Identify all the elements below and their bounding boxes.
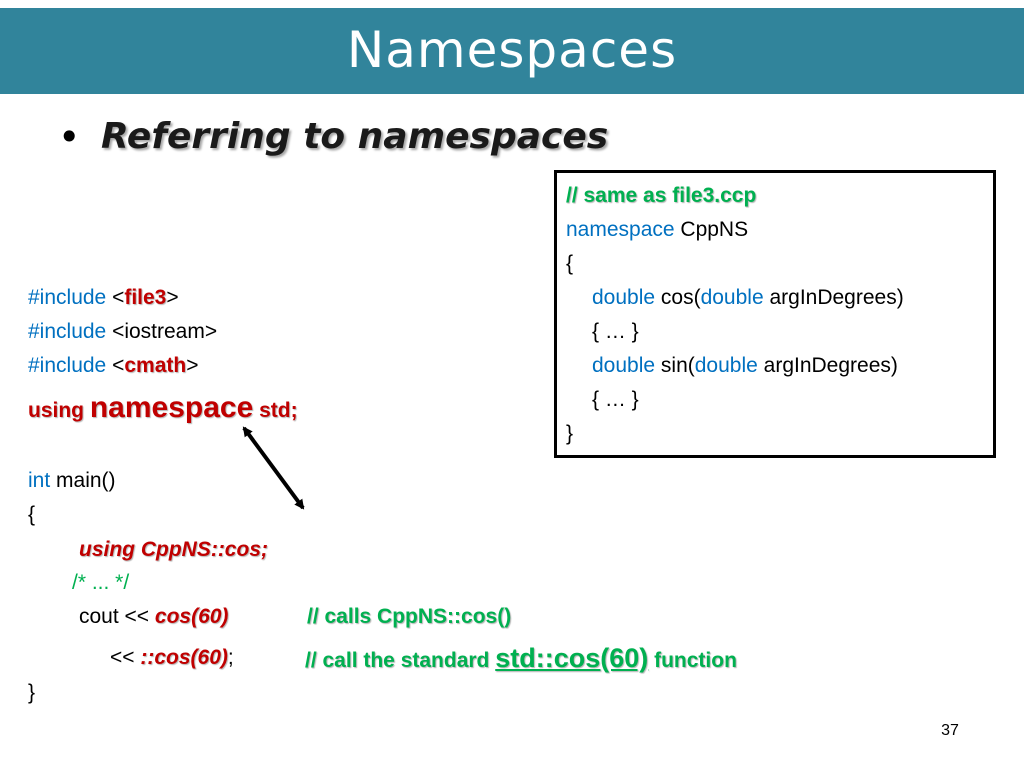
slide-subtitle: Referring to namespaces	[101, 116, 609, 157]
include-file3: file3	[124, 286, 167, 309]
comment-dots: /* ... */	[72, 571, 130, 594]
double-keyword: double	[694, 354, 758, 377]
cout-line: cout << cos(60)	[79, 600, 228, 634]
main-signature-line: int main()	[28, 464, 116, 498]
include-bracket: <	[106, 286, 125, 309]
std-comment-b: function	[648, 649, 737, 672]
include-keyword: #include	[28, 286, 107, 309]
box-namespace-line: namespace CppNS	[566, 213, 748, 247]
sin-decl-a: sin(	[655, 354, 695, 377]
include-keyword: #include	[28, 320, 107, 343]
main-open-brace: {	[28, 503, 36, 526]
std-name: std;	[253, 399, 298, 422]
calls-cppns-comment: // calls CppNS::cos()	[307, 605, 512, 628]
cout-stream: cout <<	[79, 605, 155, 628]
stream-operator: <<	[110, 646, 141, 669]
global-cos-call: ::cos(60)	[140, 646, 228, 669]
box-comment: // same as file3.ccp	[566, 184, 757, 207]
box-sin-body: { … }	[592, 388, 639, 411]
include-bracket: <	[106, 354, 125, 377]
bullet-marker: •	[58, 115, 81, 159]
cos-decl-b: argInDegrees)	[763, 286, 904, 309]
title-bar	[0, 8, 1024, 94]
cos-call: cos(60)	[154, 605, 229, 628]
slide-title: Namespaces	[346, 21, 678, 79]
include-iostream: <iostream>	[106, 320, 218, 343]
using-cppns-line: using CppNS::cos;	[79, 533, 268, 567]
std-cos-highlight: std::cos(60)	[495, 643, 649, 673]
include-cmath-line: #include <cmath>	[28, 349, 198, 383]
box-sin-decl: double sin(double argInDegrees)	[592, 349, 898, 383]
using-cppns-cos: using CppNS::cos;	[79, 538, 268, 561]
std-cos-line: << ::cos(60);	[110, 641, 234, 675]
double-keyword: double	[700, 286, 764, 309]
std-comment-line: // call the standard std::cos(60) functi…	[305, 638, 737, 678]
box-close-brace: }	[566, 422, 574, 445]
include-keyword: #include	[28, 354, 107, 377]
include-file3-line: #include <file3>	[28, 281, 179, 315]
using-namespace-std-line: using namespace std;	[28, 388, 298, 428]
box-cos-decl: double cos(double argInDegrees)	[592, 281, 904, 315]
box-open-brace: {	[566, 252, 574, 275]
namespace-name: CppNS	[674, 218, 749, 241]
std-comment-a: // call the standard	[305, 649, 496, 672]
page-number: 37	[941, 722, 959, 739]
cos-decl-a: cos(	[655, 286, 701, 309]
namespace-keyword-big: namespace	[89, 391, 254, 424]
main-code-block: #include <file3> #include <iostream> #in…	[28, 281, 737, 704]
box-cos-body: { … }	[592, 320, 639, 343]
namespace-keyword: namespace	[566, 218, 675, 241]
int-keyword: int	[28, 469, 51, 492]
double-keyword: double	[592, 354, 656, 377]
double-keyword: double	[592, 286, 656, 309]
semicolon: ;	[227, 646, 234, 669]
include-cmath: cmath	[124, 354, 187, 377]
cout-comment-line: // calls CppNS::cos()	[307, 600, 511, 634]
include-bracket: >	[186, 354, 199, 377]
include-iostream-line: #include <iostream>	[28, 315, 217, 349]
main-close-brace: }	[28, 681, 36, 704]
namespace-definition-box: // same as file3.ccp namespace CppNS { d…	[554, 170, 996, 458]
include-bracket: >	[166, 286, 179, 309]
box-comment-line: // same as file3.ccp	[566, 179, 756, 213]
sin-decl-b: argInDegrees)	[757, 354, 898, 377]
comment-dots-line: /* ... */	[72, 566, 129, 600]
main-signature: main()	[50, 469, 116, 492]
using-keyword: using	[28, 399, 90, 422]
